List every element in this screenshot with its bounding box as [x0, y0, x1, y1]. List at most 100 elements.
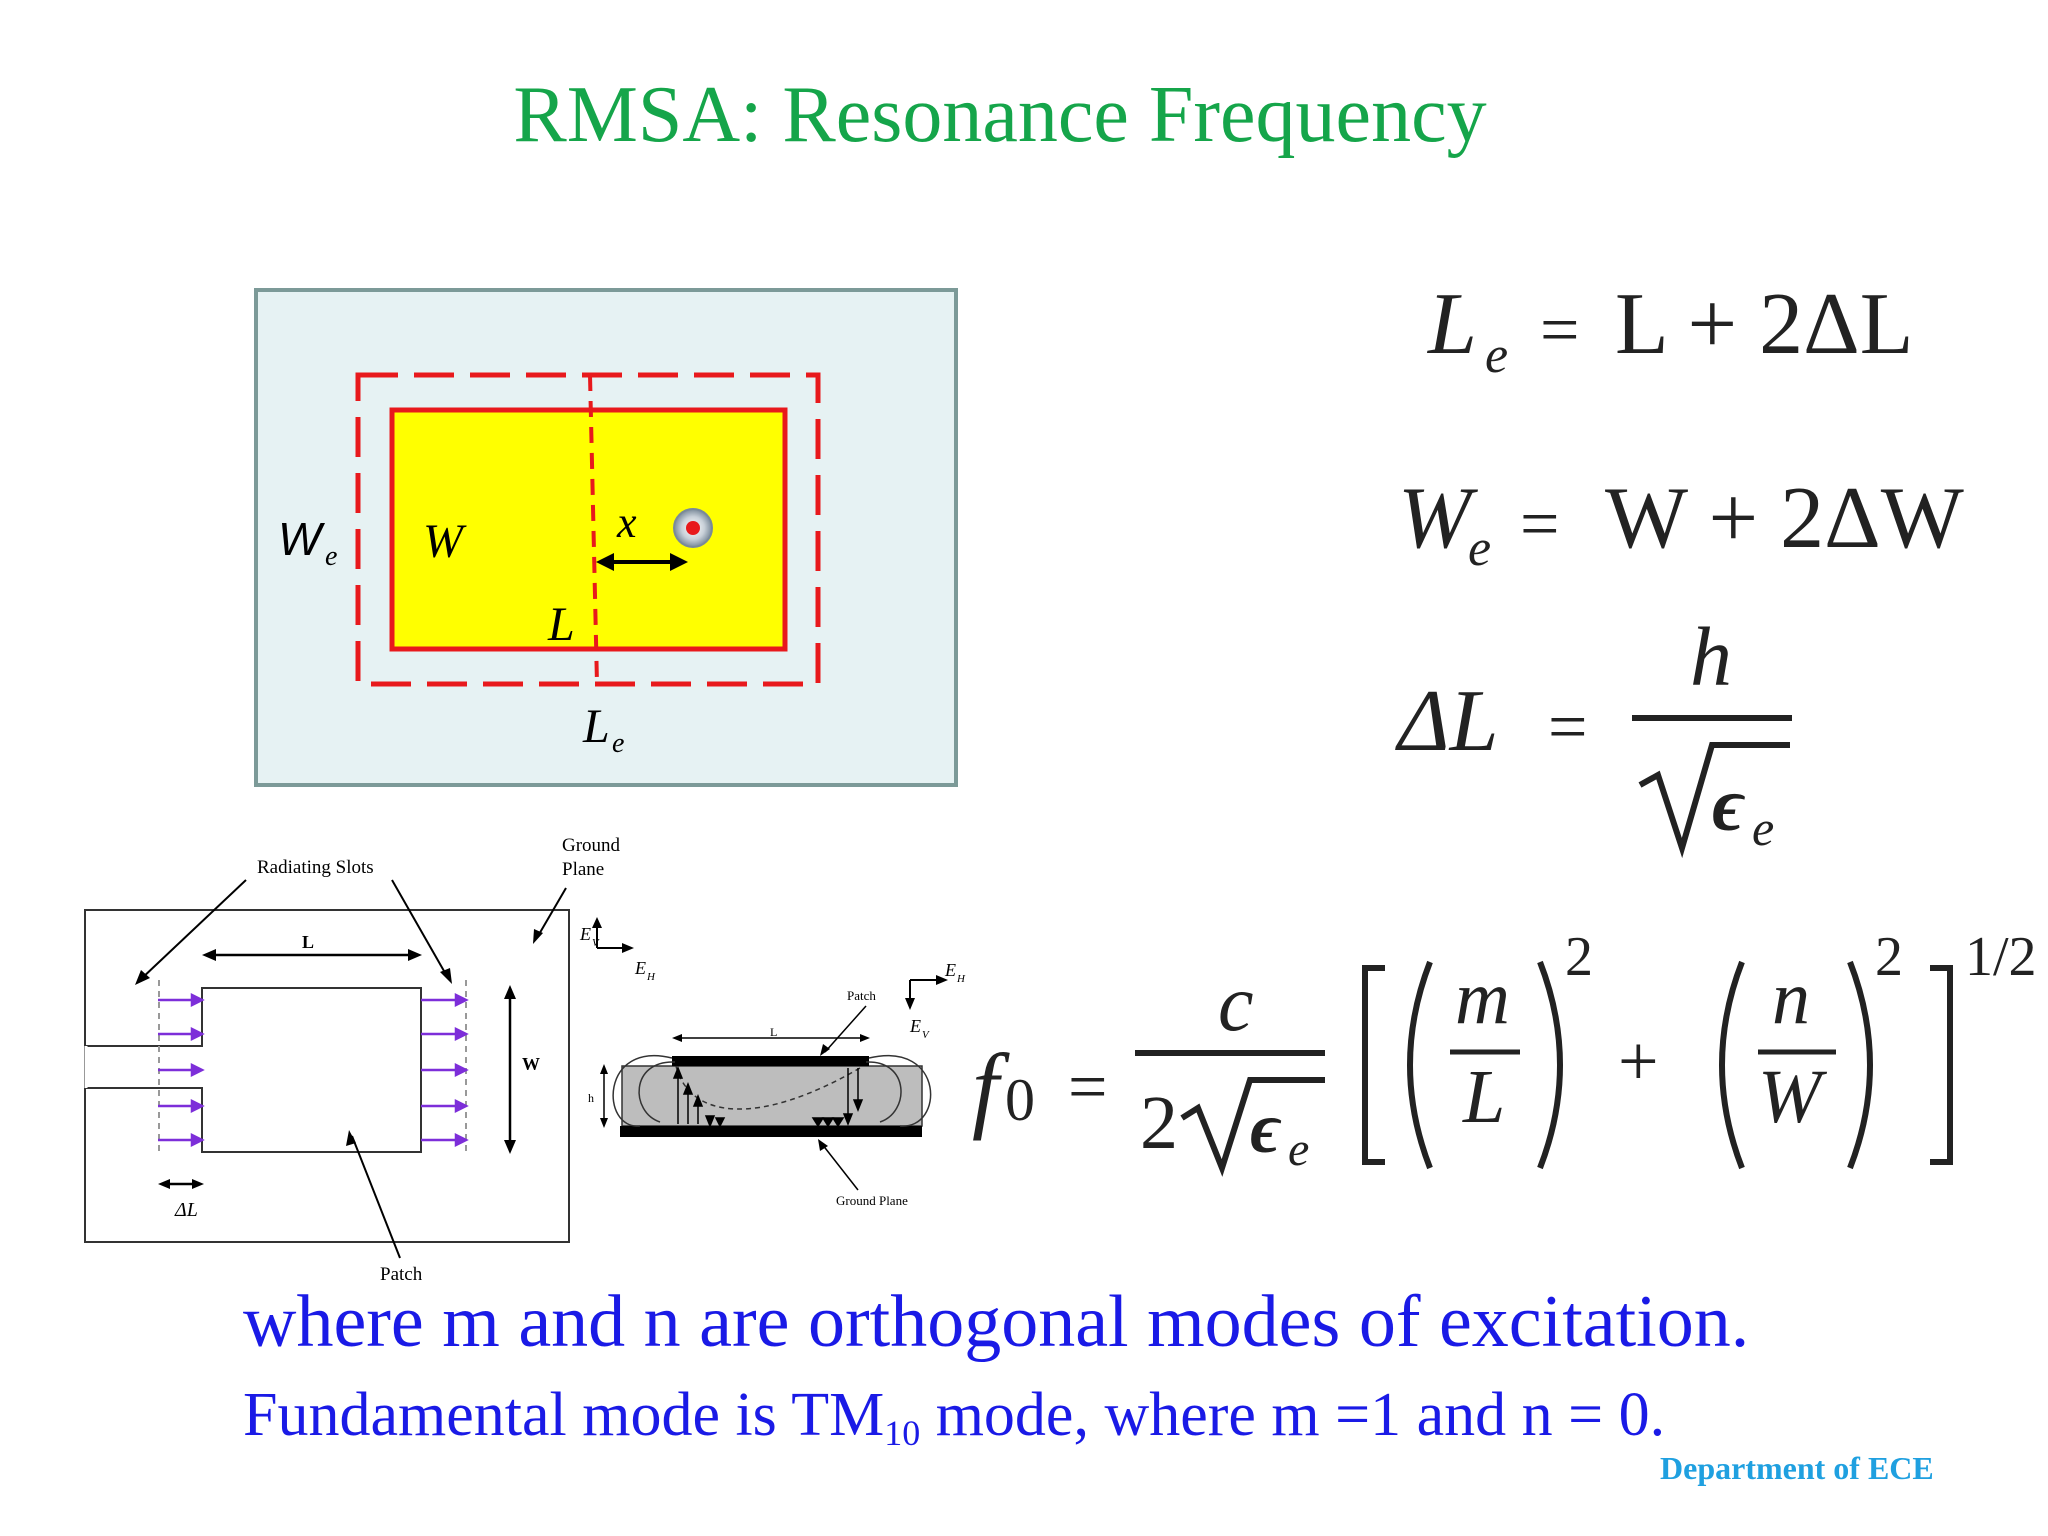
feed-point-center [686, 521, 700, 535]
axes2-ev-sub: V [922, 1029, 930, 1041]
callout-slots-left [139, 879, 247, 981]
formula-f0-eq: = [1068, 1049, 1107, 1126]
plan-patch [84, 987, 422, 1153]
fringe-field-arrows-right [421, 992, 469, 1148]
text-fundamental-mode: Fundamental mode is TM10 mode, where m =… [243, 1380, 1665, 1454]
axes1-ev-sub: V [592, 937, 600, 949]
fringe-right-inner [865, 1061, 902, 1123]
formula-dl-sqrt [1638, 742, 1790, 859]
formula-f0-num: c [1218, 960, 1254, 1048]
side-label-ground-plane: Ground Plane [836, 1193, 908, 1208]
formula-dl-eps: ϵ [1712, 763, 1745, 847]
callout-patch [351, 1135, 401, 1259]
formula-m: m [1455, 956, 1510, 1040]
label-x: x [616, 498, 637, 547]
axes1-ev: E [579, 924, 591, 944]
x-arrow-head-right [670, 553, 688, 571]
side-ground-plane [620, 1126, 922, 1137]
internal-field-dashed [675, 1065, 861, 1110]
side-callout-patch-head [820, 1044, 830, 1056]
formula-left-bracket [1362, 965, 1385, 1165]
formula-exp-2b: 2 [1875, 926, 1903, 988]
plan-label-w: W [522, 1054, 540, 1074]
label-w: W [423, 515, 467, 568]
plan-w-arrow-top [504, 985, 516, 999]
callout-ground [537, 887, 567, 937]
fringe-field-arrows-left [158, 992, 205, 1148]
formula-paren-2-right [1847, 960, 1873, 1170]
side-callout-ground-head [818, 1139, 828, 1151]
formula-le-eq: = [1540, 292, 1579, 369]
side-label-h: h [588, 1091, 594, 1105]
formula-we-lhs: W [1398, 470, 1478, 567]
axes1-eh: E [634, 958, 646, 978]
plan-l-arrow-left [202, 949, 216, 961]
side-substrate [621, 1065, 923, 1127]
formula-f0-sub: 0 [1005, 1067, 1035, 1133]
label-radiating-slots: Radiating Slots [257, 857, 374, 878]
side-label-l: L [770, 1025, 777, 1039]
label-ground-plane-2: Plane [562, 859, 604, 880]
callout-slots-right-head [440, 968, 452, 984]
formula-dl-eq: = [1548, 689, 1587, 766]
formula-paren-1-left [1407, 960, 1433, 1170]
axes2-ev: E [909, 1016, 921, 1036]
formula-we-sub: e [1468, 520, 1491, 577]
text-fundamental-mode-a: Fundamental mode is TM [243, 1381, 885, 1449]
slide-title: RMSA: Resonance Frequency [513, 71, 1487, 159]
formula-L: L [1462, 1055, 1505, 1139]
fringe-left-outer [612, 1055, 673, 1127]
axes2-h-head [936, 975, 948, 985]
axes2-eh-sub: H [956, 973, 966, 985]
formula-W: W [1758, 1055, 1828, 1139]
formula-f0-den-2: 2 [1140, 1081, 1178, 1165]
text-modes-description: where m and n are orthogonal modes of ex… [243, 1281, 1750, 1363]
plan-l-arrow-right [408, 949, 422, 961]
formula-paren-2-left [1719, 960, 1745, 1170]
axes1-h-head [622, 943, 634, 953]
side-h-head-top [600, 1064, 608, 1074]
formula-le-rhs: L + 2ΔL [1615, 276, 1913, 373]
formula-le-lhs: L [1426, 276, 1477, 373]
fringe-right-outer [868, 1055, 932, 1127]
side-patch [672, 1056, 869, 1066]
patch [389, 407, 788, 652]
side-l-head-left [672, 1034, 682, 1042]
callout-patch-head [346, 1130, 356, 1146]
side-callout-patch [824, 1005, 867, 1053]
formula-f0-sqrt [1180, 1077, 1325, 1177]
text-tm-subscript: 10 [884, 1413, 921, 1453]
formula-plus: + [1618, 1021, 1659, 1101]
formula-le-sub: e [1485, 327, 1508, 384]
side-label-patch: Patch [847, 988, 876, 1003]
formula-right-bracket [1930, 965, 1953, 1165]
fringe-left-inner [638, 1061, 676, 1123]
label-le-sub: e [612, 728, 624, 759]
effective-outline-dashed [355, 372, 821, 687]
formula-dl-eps-sub: e [1752, 800, 1774, 856]
label-we: W [278, 513, 326, 565]
axes1-v-head [592, 917, 602, 928]
footer-department: Department of ECE [1660, 1450, 1934, 1486]
formula-we-eq: = [1520, 486, 1559, 563]
callout-slots-left-head [135, 970, 150, 985]
formula-n: n [1772, 956, 1810, 1040]
plan-label-l: L [302, 932, 314, 952]
plan-label-dl: ΔL [174, 1199, 198, 1221]
plan-dl-arrow-right [192, 1179, 204, 1189]
axes2-eh: E [944, 960, 956, 980]
axes1-eh-sub: H [646, 971, 656, 983]
formula-we-rhs: W + 2ΔW [1605, 470, 1964, 567]
formula-f0-eps-sub: e [1288, 1123, 1309, 1176]
formula-exp-2a: 2 [1565, 926, 1593, 988]
label-ground-plane-1: Ground [562, 835, 621, 856]
label-l: L [547, 598, 575, 651]
formula-paren-1-right [1537, 960, 1563, 1170]
side-callout-ground [821, 1143, 859, 1191]
axes2-v-head [905, 998, 915, 1010]
x-arrow-head-left [596, 553, 614, 571]
side-l-head-right [860, 1034, 870, 1042]
